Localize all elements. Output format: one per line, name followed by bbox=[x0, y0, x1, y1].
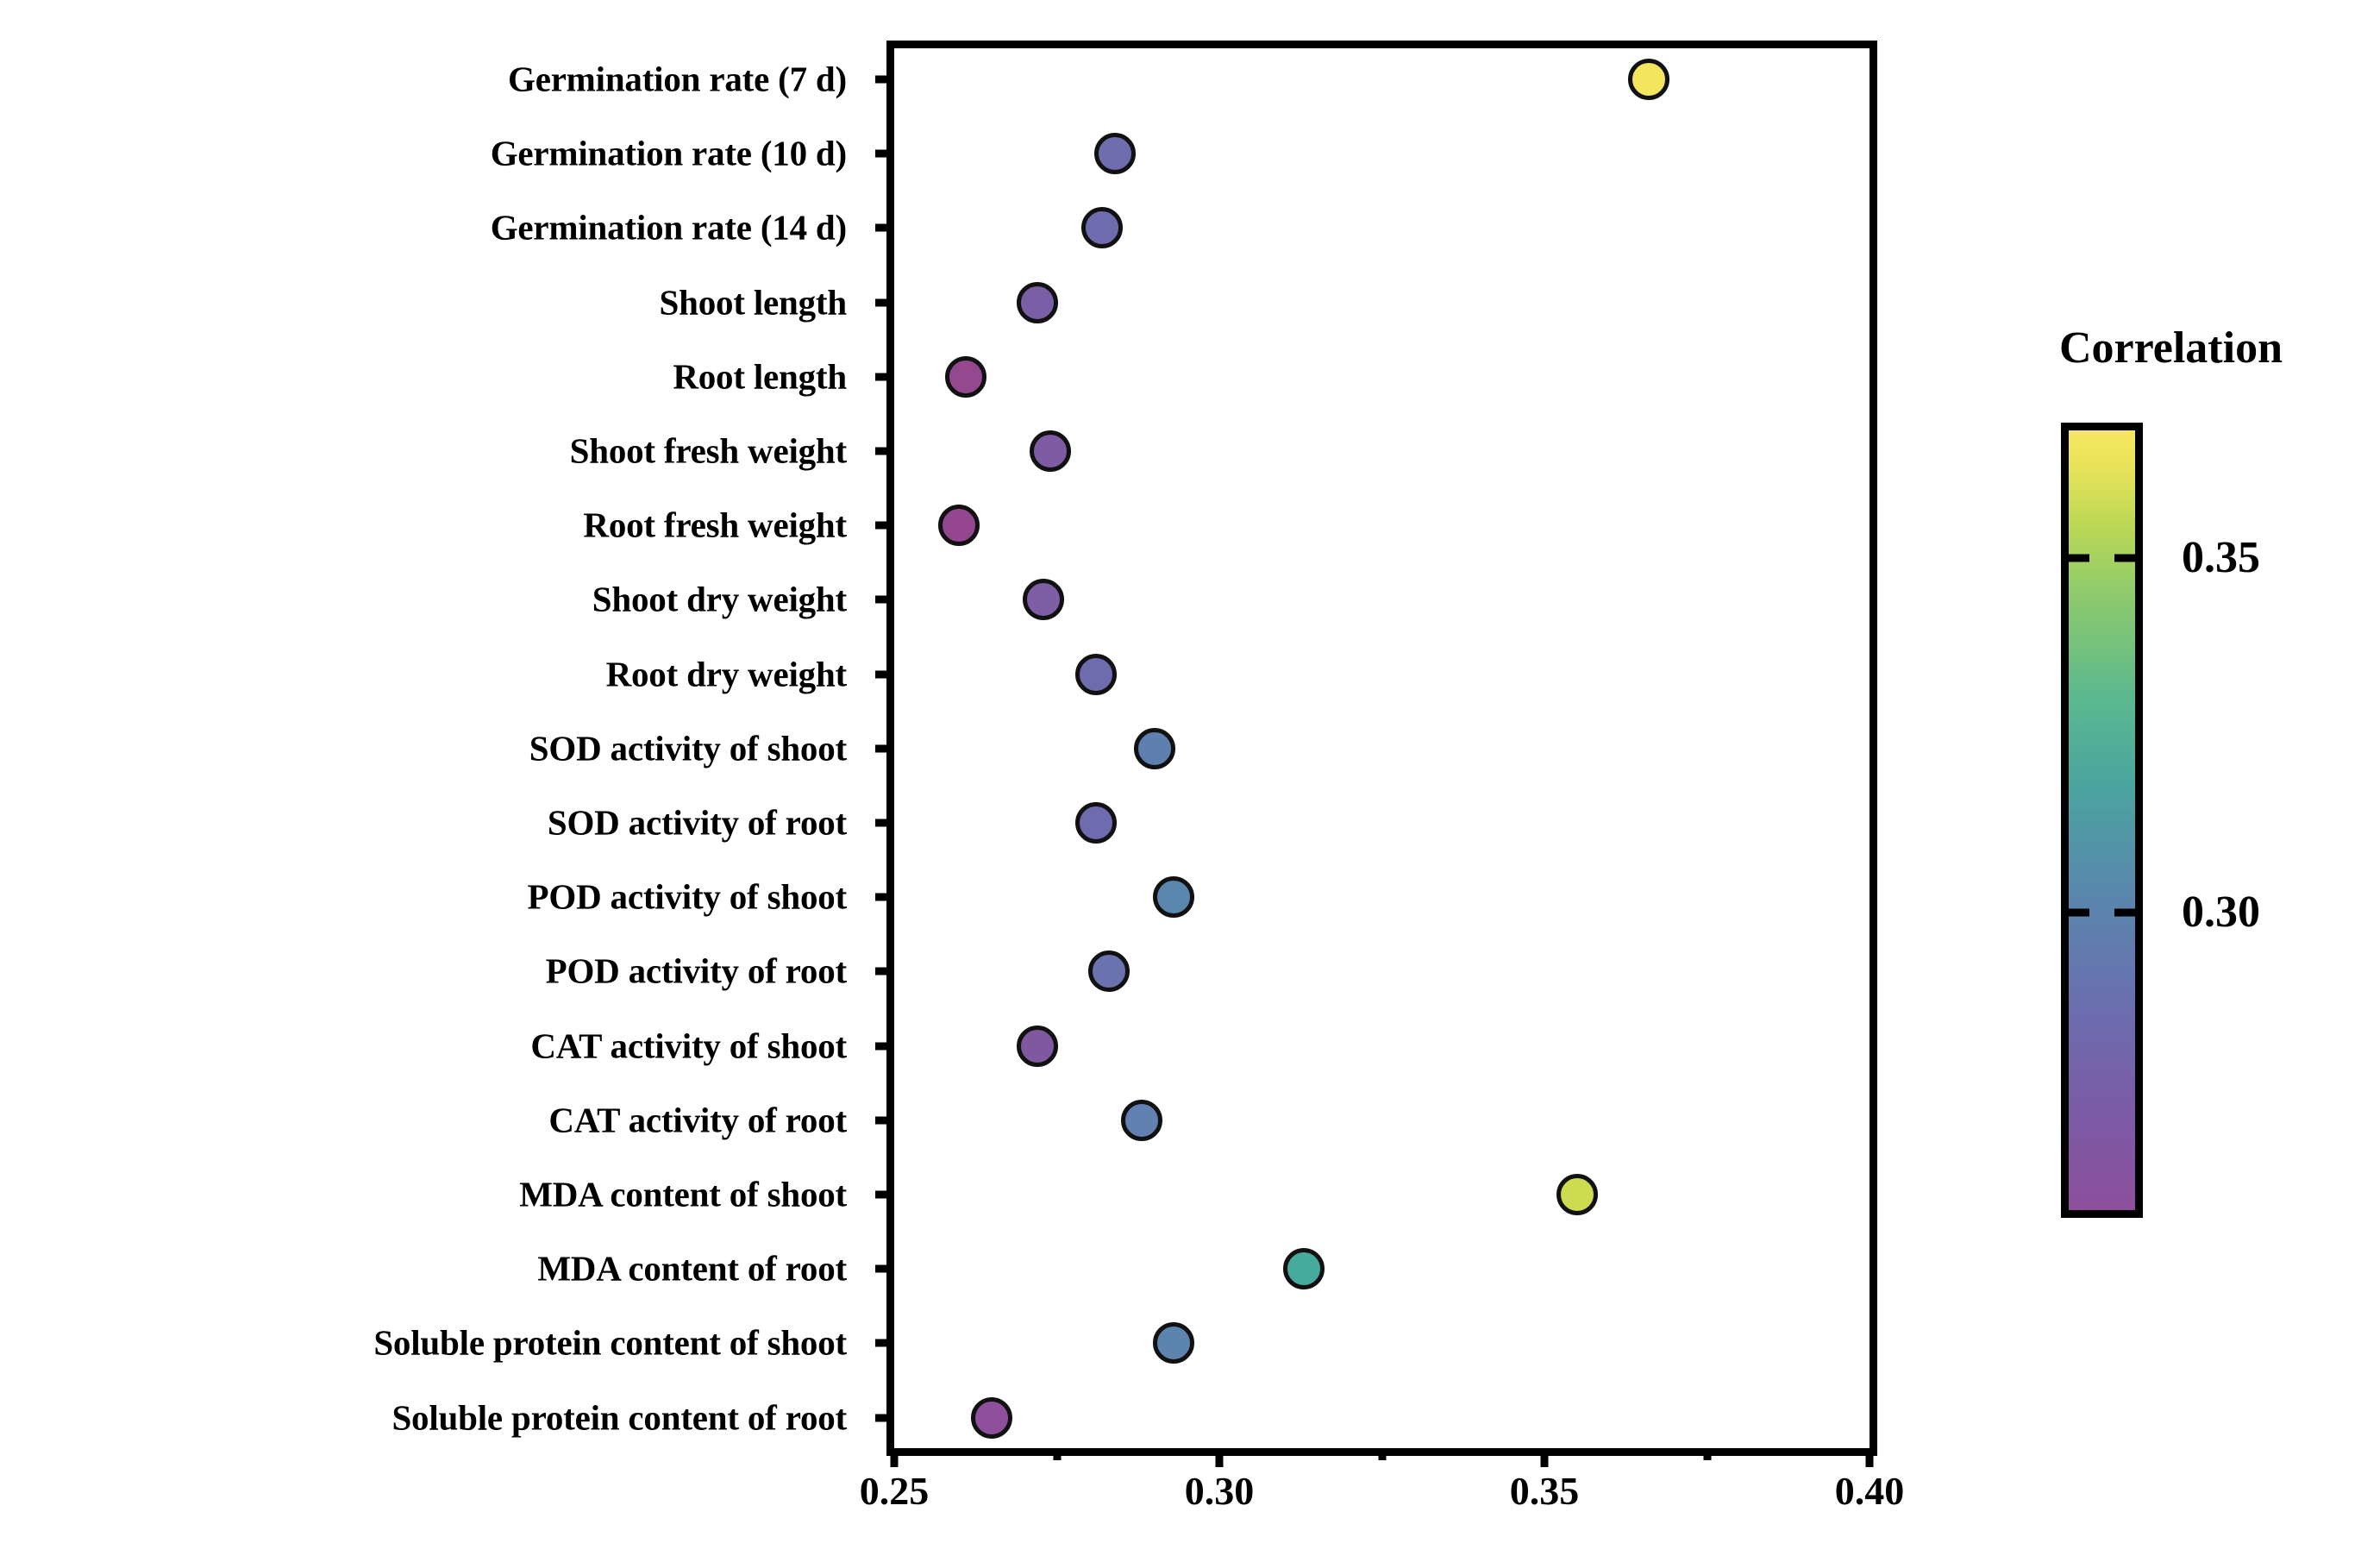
category-label: POD activity of root bbox=[545, 950, 848, 991]
data-point[interactable] bbox=[1556, 1174, 1598, 1215]
colorbar-tick bbox=[2069, 554, 2089, 562]
y-axis-tick bbox=[875, 1414, 894, 1422]
colorbar-gradient bbox=[2061, 423, 2143, 1218]
colorbar-tick bbox=[2114, 908, 2135, 917]
category-label: Germination rate (10 d) bbox=[490, 133, 847, 173]
y-axis-tick bbox=[875, 595, 894, 604]
data-point[interactable] bbox=[1087, 950, 1130, 993]
x-axis-tick bbox=[1215, 1448, 1224, 1467]
data-point[interactable] bbox=[1153, 876, 1195, 919]
colorbar-tick bbox=[2114, 554, 2135, 562]
y-axis-tick bbox=[875, 521, 894, 530]
data-point[interactable] bbox=[1016, 1025, 1058, 1067]
x-axis-tick-label: 0.35 bbox=[1509, 1469, 1580, 1513]
x-axis-minor-tick bbox=[1053, 1448, 1061, 1460]
category-label: MDA content of shoot bbox=[519, 1174, 847, 1214]
x-axis-tick-label: 0.40 bbox=[1834, 1469, 1905, 1513]
colorbar-title: Correlation bbox=[2059, 323, 2283, 373]
y-axis-tick bbox=[875, 1116, 894, 1125]
category-label: MDA content of root bbox=[537, 1248, 847, 1289]
category-label: Shoot dry weight bbox=[592, 579, 847, 619]
category-label: SOD activity of shoot bbox=[529, 728, 847, 768]
plot-area bbox=[875, 41, 1877, 1467]
y-axis-tick bbox=[875, 223, 894, 232]
y-axis-tick bbox=[875, 1190, 894, 1199]
y-axis-tick bbox=[875, 373, 894, 381]
category-label: CAT activity of shoot bbox=[530, 1026, 847, 1066]
data-point[interactable] bbox=[1094, 133, 1137, 175]
category-label: Germination rate (14 d) bbox=[490, 207, 847, 248]
category-label: Root length bbox=[673, 356, 847, 397]
x-axis-minor-tick bbox=[1703, 1448, 1711, 1460]
y-axis-tick bbox=[875, 1042, 894, 1051]
data-point[interactable] bbox=[944, 355, 986, 398]
data-point[interactable] bbox=[1153, 1322, 1195, 1364]
category-axis-labels: Germination rate (7 d) Germination rate (… bbox=[0, 0, 871, 1562]
y-axis-tick bbox=[875, 670, 894, 679]
y-axis-tick bbox=[875, 149, 894, 158]
y-axis-tick bbox=[875, 1339, 894, 1347]
data-point[interactable] bbox=[1120, 1099, 1162, 1141]
data-point[interactable] bbox=[1023, 579, 1065, 621]
category-label: Shoot length bbox=[659, 282, 848, 323]
y-axis-tick bbox=[875, 1264, 894, 1273]
data-point[interactable] bbox=[971, 1396, 1013, 1439]
x-axis-tick bbox=[890, 1448, 899, 1467]
category-label: CAT activity of root bbox=[548, 1100, 847, 1140]
x-axis-tick bbox=[1865, 1448, 1874, 1467]
category-label: Root dry weight bbox=[605, 654, 848, 694]
data-point[interactable] bbox=[1029, 430, 1071, 472]
colorbar-tick-label: 0.35 bbox=[2182, 532, 2260, 582]
y-axis-tick bbox=[875, 967, 894, 975]
category-label: SOD activity of root bbox=[547, 802, 847, 843]
data-point[interactable] bbox=[1016, 281, 1058, 323]
category-label: POD activity of shoot bbox=[527, 876, 848, 917]
y-axis-tick bbox=[875, 447, 894, 455]
colorbar-gradient-fill bbox=[2069, 430, 2135, 1210]
data-point[interactable] bbox=[1627, 59, 1669, 100]
category-label: Germination rate (7 d) bbox=[508, 59, 847, 99]
colorbar-tick bbox=[2069, 908, 2089, 917]
y-axis-tick bbox=[875, 893, 894, 901]
data-point[interactable] bbox=[1081, 207, 1124, 249]
category-label: Soluble protein content of shoot bbox=[373, 1322, 847, 1363]
data-point[interactable] bbox=[1074, 802, 1117, 844]
x-axis-minor-tick bbox=[1378, 1448, 1386, 1460]
category-label: Shoot fresh weight bbox=[569, 430, 848, 471]
y-axis-tick bbox=[875, 819, 894, 827]
category-label: Soluble protein content of root bbox=[391, 1397, 847, 1438]
colorbar-tick-label: 0.30 bbox=[2182, 887, 2260, 937]
y-axis-tick bbox=[875, 75, 894, 84]
category-label: Root fresh weight bbox=[583, 505, 847, 545]
y-axis-tick bbox=[875, 744, 894, 753]
data-point[interactable] bbox=[938, 505, 980, 547]
x-axis-tick bbox=[1540, 1448, 1549, 1467]
data-point[interactable] bbox=[1283, 1248, 1325, 1290]
x-axis-tick-label: 0.30 bbox=[1184, 1469, 1255, 1513]
data-point[interactable] bbox=[1133, 727, 1175, 769]
plot-inner bbox=[875, 48, 1874, 1467]
x-axis-tick-label: 0.25 bbox=[859, 1469, 930, 1513]
y-axis-tick bbox=[875, 298, 894, 307]
data-point[interactable] bbox=[1074, 653, 1117, 695]
